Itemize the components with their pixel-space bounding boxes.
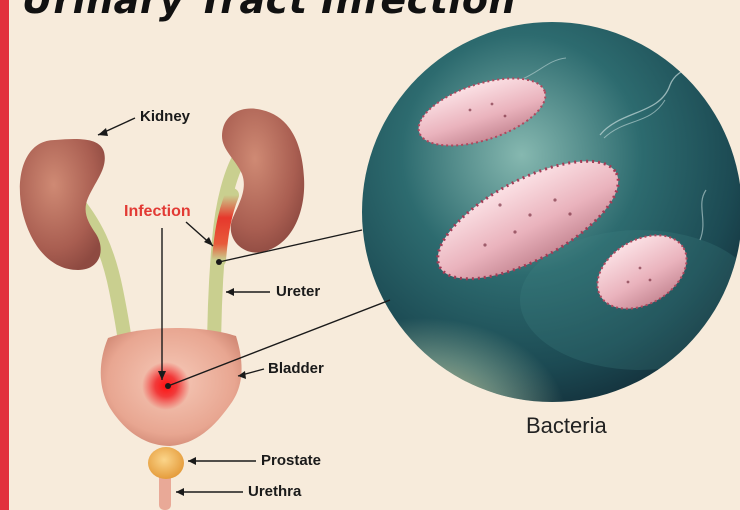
ureter-label: Ureter <box>276 283 320 300</box>
urethra-label: Urethra <box>248 483 301 500</box>
bladder-label: Bladder <box>268 360 324 377</box>
prostate-icon <box>148 447 184 479</box>
prostate-label: Prostate <box>261 452 321 469</box>
kidney-icon <box>20 139 105 270</box>
infection-label: Infection <box>124 203 191 221</box>
bacteria-label: Bacteria <box>526 413 607 439</box>
kidney-label: Kidney <box>140 108 190 125</box>
